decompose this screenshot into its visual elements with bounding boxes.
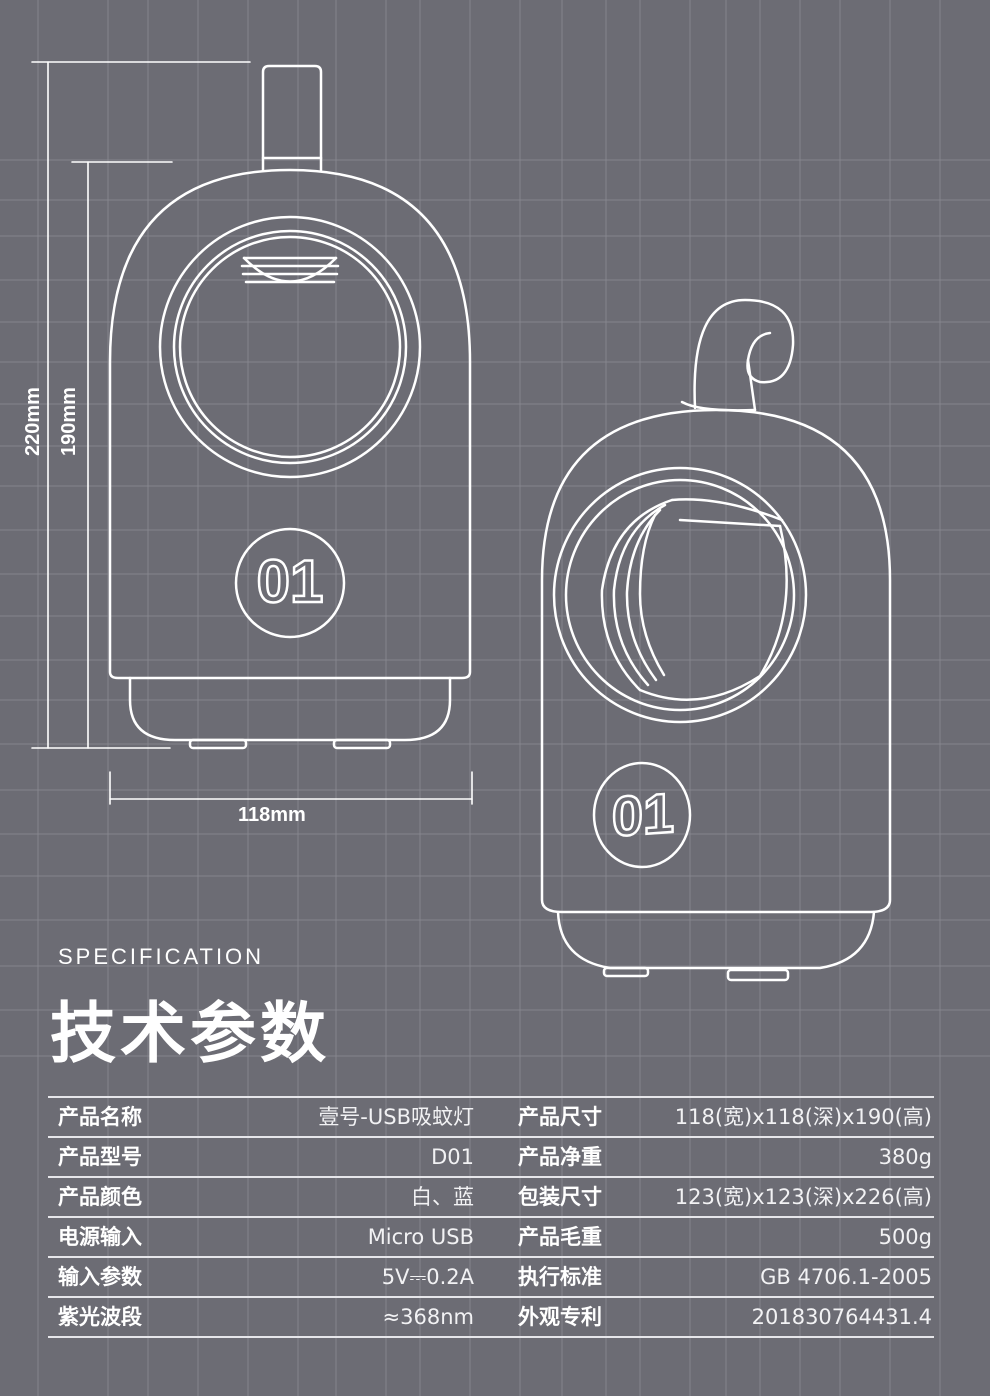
spec-key: 产品名称 — [58, 1105, 142, 1129]
spec-key: 产品净重 — [518, 1145, 602, 1169]
table-row: 紫光波段 ≈368nm 外观专利 201830764431.4 — [48, 1296, 934, 1338]
dimension-body-height-label: 190mm — [58, 387, 80, 456]
dimension-width-label: 118mm — [238, 804, 306, 826]
dimension-total-height-label: 220mm — [22, 387, 44, 456]
table-row: 输入参数 5V⎓0.2A 执行标准 GB 4706.1-2005 — [48, 1256, 934, 1296]
spec-key: 产品毛重 — [518, 1225, 602, 1249]
device-front-badge-number: 01 — [255, 547, 324, 617]
device-angled-badge-number: 01 — [611, 780, 676, 850]
spec-key: 产品型号 — [58, 1145, 142, 1169]
spec-key: 产品颜色 — [58, 1185, 142, 1209]
spec-value: GB 4706.1-2005 — [760, 1265, 932, 1289]
spec-value: 白、蓝 — [411, 1185, 474, 1209]
table-row: 产品颜色 白、蓝 包装尺寸 123(宽)x123(深)x226(高) — [48, 1176, 934, 1216]
spec-value: ≈368nm — [382, 1305, 474, 1329]
spec-table: 产品名称 壹号-USB吸蚊灯 产品尺寸 118(宽)x118(深)x190(高)… — [48, 1096, 934, 1338]
spec-key: 产品尺寸 — [518, 1105, 602, 1129]
spec-key: 外观专利 — [518, 1305, 602, 1329]
spec-key: 执行标准 — [518, 1265, 602, 1289]
spec-value: 5V⎓0.2A — [381, 1265, 474, 1289]
device-front-view — [108, 64, 472, 750]
spec-key: 电源输入 — [58, 1225, 142, 1249]
table-row: 电源输入 Micro USB 产品毛重 500g — [48, 1216, 934, 1256]
table-row: 产品型号 D01 产品净重 380g — [48, 1136, 934, 1176]
table-row: 产品名称 壹号-USB吸蚊灯 产品尺寸 118(宽)x118(深)x190(高) — [48, 1096, 934, 1136]
specification-title: 技术参数 — [50, 995, 330, 1072]
spec-value: 201830764431.4 — [751, 1305, 932, 1329]
dimension-lines — [31, 61, 473, 805]
spec-value: 壹号-USB吸蚊灯 — [318, 1105, 474, 1129]
spec-value: 380g — [878, 1145, 932, 1169]
spec-key: 紫光波段 — [58, 1305, 142, 1329]
spec-value: D01 — [431, 1145, 474, 1169]
spec-value: Micro USB — [367, 1225, 474, 1249]
spec-value: 118(宽)x118(深)x190(高) — [674, 1105, 932, 1129]
spec-key: 包装尺寸 — [518, 1185, 602, 1209]
device-angled-view — [540, 298, 892, 982]
spec-key: 输入参数 — [58, 1265, 142, 1289]
spec-value: 500g — [878, 1225, 932, 1249]
spec-value: 123(宽)x123(深)x226(高) — [674, 1185, 932, 1209]
specification-heading: SPECIFICATION — [58, 944, 265, 969]
